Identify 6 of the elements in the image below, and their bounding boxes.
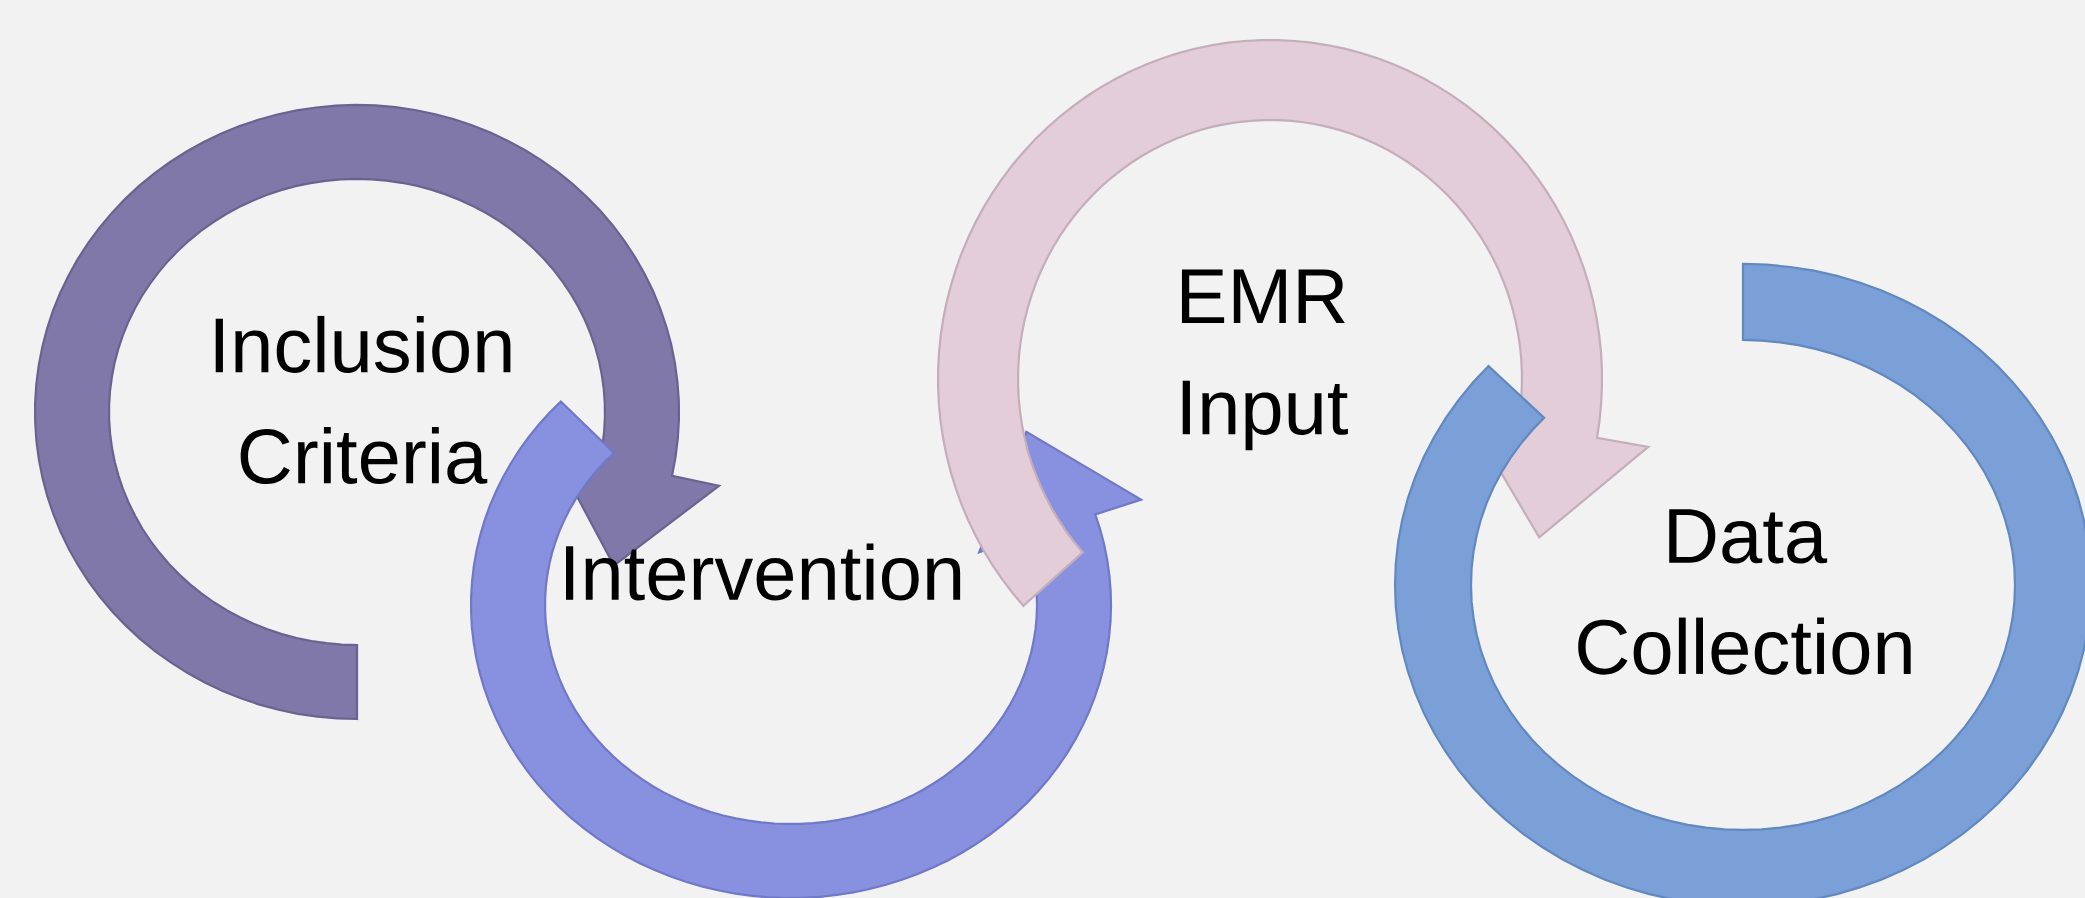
step-label: Inclusion Criteria — [215, 315, 511, 485]
step-label: Intervention — [566, 543, 961, 601]
circular-arrow — [34, 103, 722, 721]
step-label: Data Collection — [1578, 509, 1911, 675]
step-label: EMR Input — [1181, 269, 1348, 451]
circular-arrow — [1393, 262, 2085, 898]
